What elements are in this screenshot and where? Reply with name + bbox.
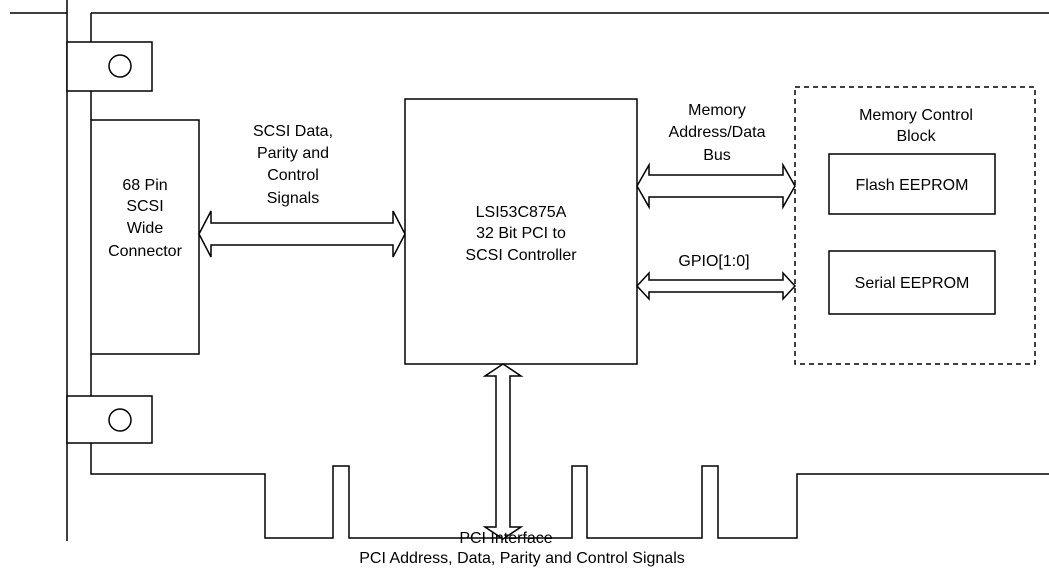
flash-eeprom-box bbox=[828, 153, 996, 215]
connector-label-line-3: Wide bbox=[127, 220, 164, 237]
memory-bus-label-line-1: Memory bbox=[688, 102, 746, 119]
connector-label-line-2: SCSI bbox=[126, 198, 163, 215]
memory-bus-label-line-3: Bus bbox=[703, 147, 731, 164]
connector-label-line-1: 68 Pin bbox=[122, 177, 167, 194]
memory-bus-arrow bbox=[636, 162, 796, 210]
bottom-mounting-hole-icon bbox=[108, 408, 132, 432]
scsi-bus-arrow bbox=[198, 210, 406, 258]
scsi-signals-line-1: SCSI Data, bbox=[253, 123, 333, 140]
scsi-signals-line-2: Parity and bbox=[257, 145, 329, 162]
pci-edge-connector-outline bbox=[90, 443, 1049, 539]
scsi-signals-line-4: Signals bbox=[267, 190, 319, 207]
scsi-connector-box bbox=[90, 119, 200, 355]
controller-label-line-2: 32 Bit PCI to bbox=[476, 225, 566, 242]
serial-eeprom-box bbox=[828, 250, 996, 315]
gpio-label: GPIO[1:0] bbox=[678, 253, 749, 270]
controller-chip-box bbox=[404, 98, 638, 365]
scsi-signals-line-3: Control bbox=[267, 167, 319, 184]
pci-signals-label: PCI Address, Data, Parity and Control Si… bbox=[359, 550, 685, 567]
gpio-arrow bbox=[635, 271, 797, 301]
serial-eeprom-label: Serial EEPROM bbox=[855, 275, 970, 292]
memory-bus-label-line-2: Address/Data bbox=[669, 124, 766, 141]
memory-control-block bbox=[794, 86, 1036, 365]
controller-label-line-1: LSI53C875A bbox=[476, 204, 567, 221]
top-mounting-hole-icon bbox=[108, 54, 132, 78]
controller-label-line-3: SCSI Controller bbox=[465, 247, 577, 264]
pci-interface-label: PCI Interface bbox=[459, 530, 552, 547]
memory-control-label-line-2: Block bbox=[896, 128, 936, 145]
pci-interface-arrow bbox=[482, 363, 524, 540]
flash-eeprom-label: Flash EEPROM bbox=[856, 177, 969, 194]
memory-control-label-line-1: Memory Control bbox=[859, 107, 973, 124]
connector-label-line-4: Connector bbox=[108, 243, 182, 260]
